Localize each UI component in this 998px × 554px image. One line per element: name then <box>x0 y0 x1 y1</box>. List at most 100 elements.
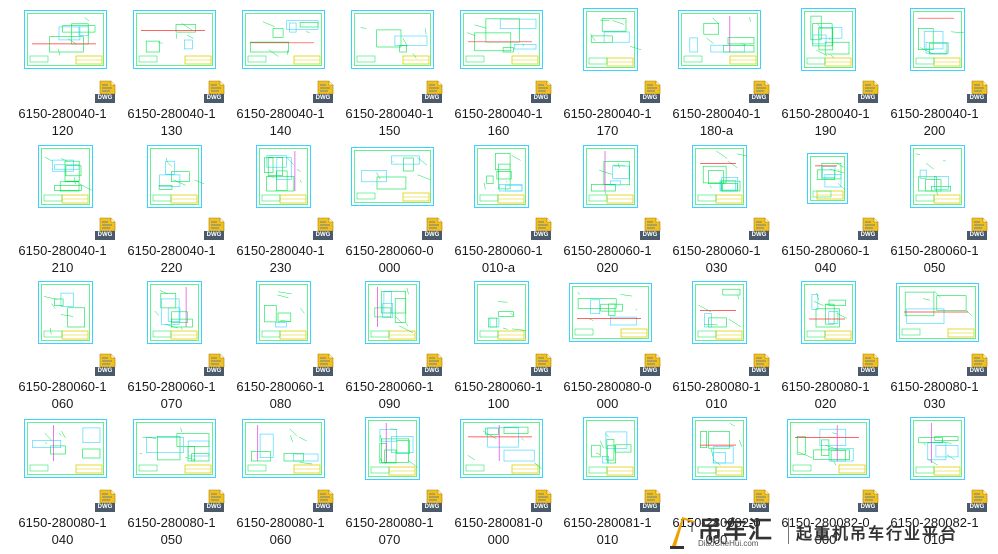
dwg-file-icon: DWG <box>966 489 988 513</box>
file-name-line-1: 6150-280040-1 <box>18 106 107 121</box>
dwg-file-icon: DWG <box>748 353 770 377</box>
dwg-badge-text: DWG <box>642 368 658 374</box>
dwg-file-icon: DWG <box>203 80 225 104</box>
file-name-line-1: 6150-280081-0 <box>454 515 543 530</box>
dwg-file-icon: DWG <box>639 489 661 513</box>
file-name-line-2: 020 <box>814 396 837 411</box>
file-name-line-1: 6150-280060-1 <box>781 243 870 258</box>
drawing-thumbnail <box>24 145 108 209</box>
drawing-thumbnail <box>569 281 653 345</box>
dwg-file-icon: DWG <box>530 80 552 104</box>
file-name-line-1: 6150-280060-1 <box>454 379 543 394</box>
dwg-file-item[interactable]: DWG 6150-280040-1 120 <box>8 0 117 138</box>
drawing-thumbnail <box>896 281 980 345</box>
file-name-label: 6150-280040-1 230 <box>226 242 335 276</box>
file-name-line-2: 010-a <box>481 260 516 275</box>
dwg-badge-text: DWG <box>424 95 440 101</box>
drawing-thumbnail <box>351 8 435 72</box>
dwg-file-icon: DWG <box>966 80 988 104</box>
file-name-line-2: 230 <box>269 260 292 275</box>
drawing-thumbnail <box>460 145 544 209</box>
file-name-line-2: 120 <box>51 123 74 138</box>
dwg-badge-text: DWG <box>206 368 222 374</box>
drawing-thumbnail <box>569 8 653 72</box>
file-name-line-1: 6150-280060-0 <box>345 243 434 258</box>
file-name-line-1: 6150-280080-1 <box>127 515 216 530</box>
file-name-line-1: 6150-280060-1 <box>18 379 107 394</box>
dwg-badge-text: DWG <box>969 232 985 238</box>
site-watermark: 吊车汇 DiaoCheHui.com 起重机吊车行业平台 <box>668 508 998 554</box>
dwg-file-icon: DWG <box>421 489 443 513</box>
file-name-line-1: 6150-280040-1 <box>236 243 325 258</box>
file-name-line-2: 040 <box>51 532 74 547</box>
file-name-line-2: 160 <box>487 123 510 138</box>
drawing-thumbnail <box>569 145 653 209</box>
drawing-thumbnail <box>133 417 217 481</box>
file-name-line-1: 6150-280040-1 <box>890 106 979 121</box>
file-name-line-2: 000 <box>705 532 728 547</box>
file-name-line-1: 6150-280082-0 <box>781 515 870 530</box>
file-name-line-2: 030 <box>705 260 728 275</box>
dwg-file-icon: DWG <box>94 489 116 513</box>
dwg-badge-text: DWG <box>860 232 876 238</box>
file-name-line-2: 140 <box>269 123 292 138</box>
dwg-file-icon: DWG <box>530 489 552 513</box>
dwg-badge-text: DWG <box>315 95 331 101</box>
dwg-file-icon: DWG <box>857 353 879 377</box>
dwg-badge-text: DWG <box>424 504 440 510</box>
file-name-line-1: 6150-280081-1 <box>563 515 652 530</box>
drawing-thumbnail <box>351 417 435 481</box>
file-name-line-2: 150 <box>378 123 401 138</box>
drawing-thumbnail <box>460 8 544 72</box>
file-name-line-2: 210 <box>51 260 74 275</box>
drawing-thumbnail <box>242 145 326 209</box>
file-name-line-1: 6150-280080-0 <box>563 379 652 394</box>
drawing-thumbnail <box>787 145 871 209</box>
dwg-file-icon: DWG <box>94 80 116 104</box>
dwg-badge-text: DWG <box>751 504 767 510</box>
drawing-thumbnail <box>242 8 326 72</box>
